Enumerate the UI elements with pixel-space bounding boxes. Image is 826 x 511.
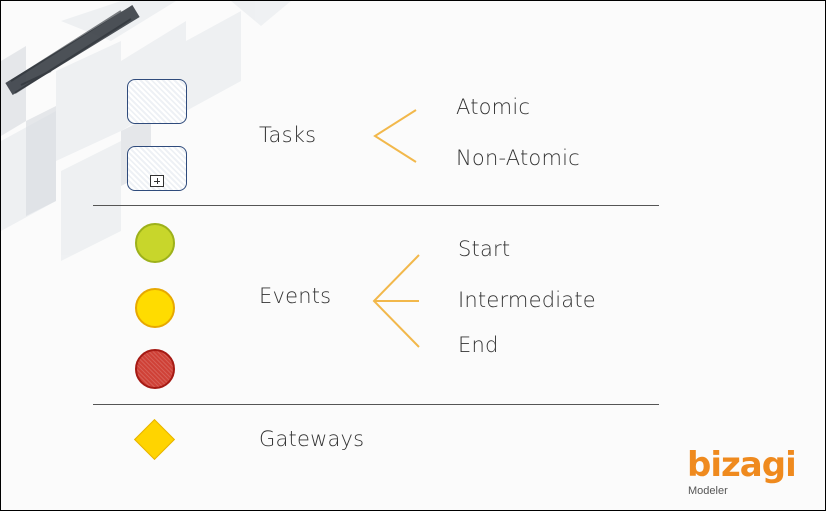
task-type-non-atomic: Non-Atomic — [456, 146, 580, 170]
gateways-label: Gateways — [259, 427, 365, 451]
intermediate-event-shape — [135, 288, 175, 328]
section-divider — [93, 404, 659, 405]
tasks-bracket-icon — [373, 109, 417, 163]
bizagi-logo: bizagi Modeler — [687, 445, 797, 499]
events-bracket-icon — [372, 254, 420, 348]
logo-wordmark: bizagi — [687, 445, 797, 485]
tasks-label: Tasks — [259, 123, 317, 147]
task-type-atomic: Atomic — [456, 95, 531, 119]
background-decoration — [1, 1, 331, 301]
section-divider — [93, 205, 659, 206]
gateway-diamond-icon — [133, 418, 176, 461]
event-type-intermediate: Intermediate — [458, 288, 596, 312]
event-type-end: End — [458, 333, 499, 357]
start-event-shape — [135, 223, 175, 263]
end-event-shape — [135, 349, 175, 389]
subprocess-plus-icon — [150, 175, 164, 187]
logo-subtitle: Modeler — [688, 485, 728, 497]
non-atomic-task-shape — [127, 146, 187, 191]
atomic-task-shape — [127, 79, 187, 124]
events-label: Events — [259, 284, 332, 308]
event-type-start: Start — [458, 237, 511, 261]
